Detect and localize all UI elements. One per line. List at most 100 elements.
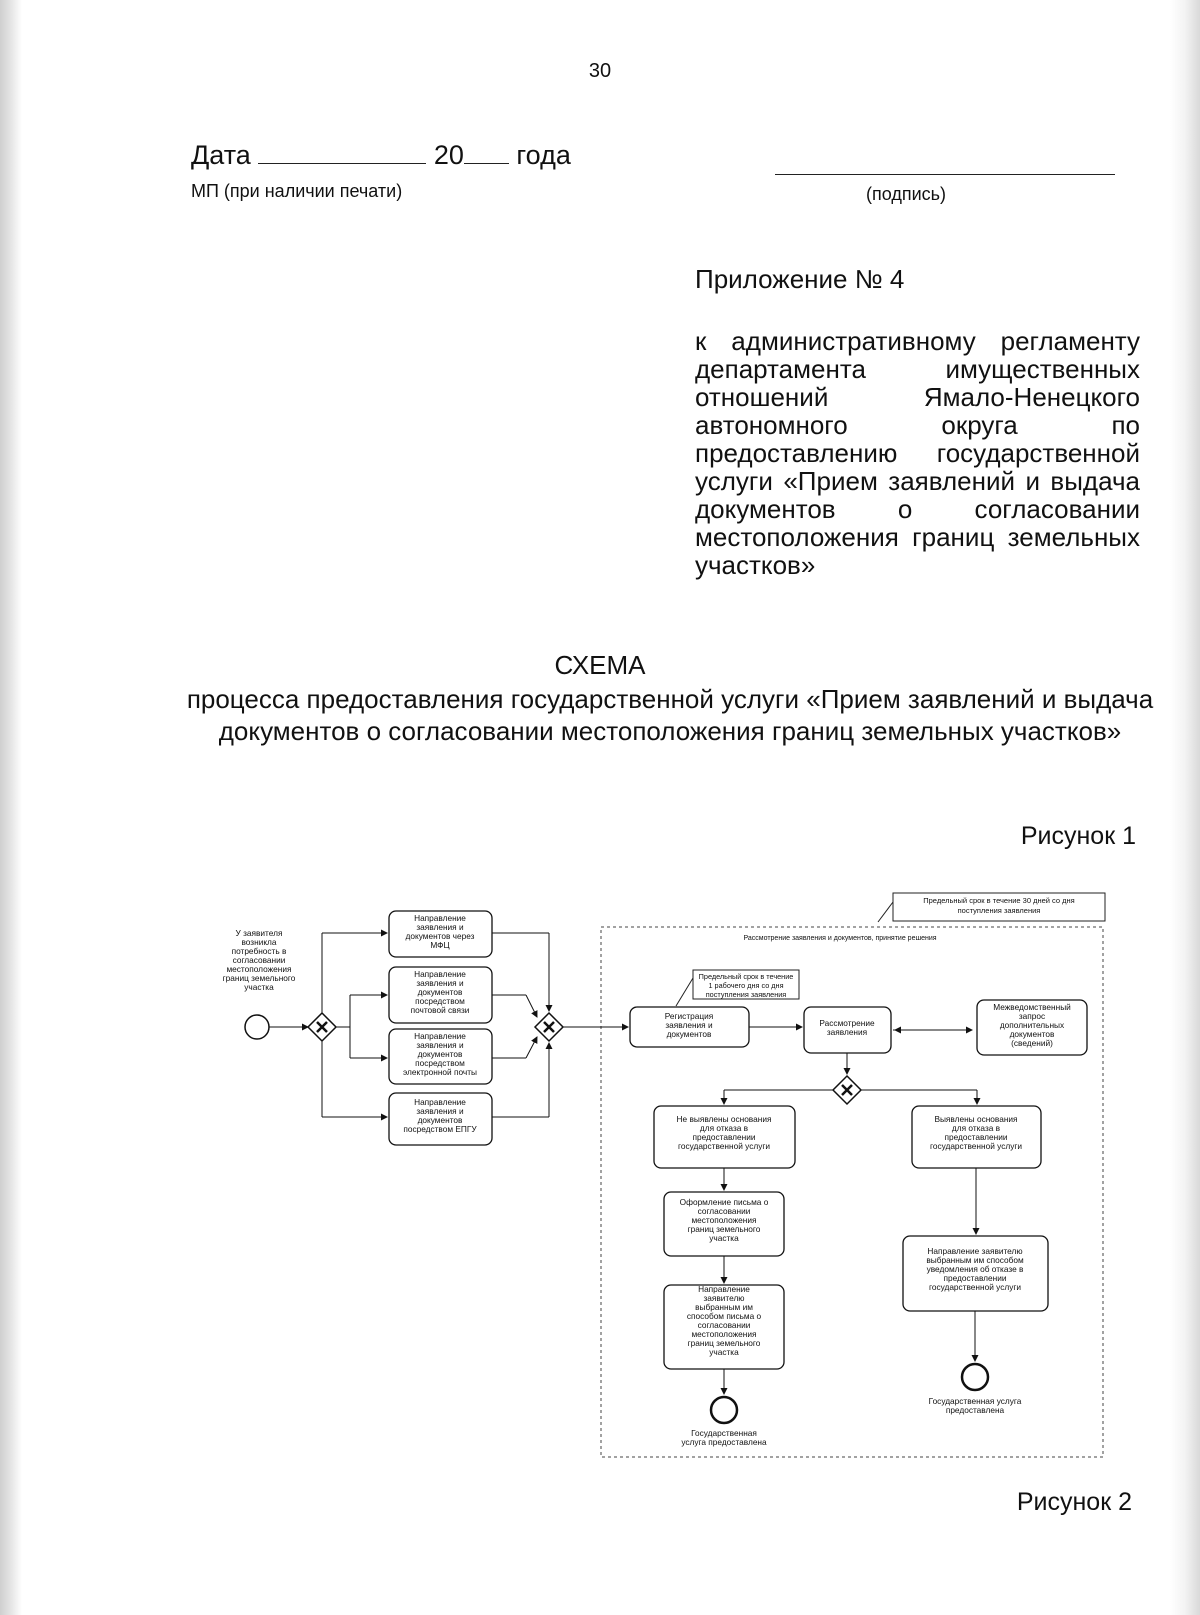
svg-text:границ земельного: границ земельного xyxy=(688,1224,761,1234)
svg-text:почтовой связи: почтовой связи xyxy=(411,1005,470,1015)
svg-text:Не выявлены основания: Не выявлены основания xyxy=(677,1114,772,1124)
stamp-note: МП (при наличии печати) xyxy=(191,181,403,201)
svg-text:способом письма о: способом письма о xyxy=(687,1311,762,1321)
annex-text: к административному регламенту департаме… xyxy=(695,326,1140,580)
task-interagency-request xyxy=(976,999,1088,1056)
svg-text:предоставлении: предоставлении xyxy=(945,1132,1008,1142)
deadline-1-note xyxy=(692,969,800,1000)
svg-text:возникла: возникла xyxy=(241,937,276,947)
svg-text:для отказа в: для отказа в xyxy=(700,1123,749,1133)
svg-text:Направление: Направление xyxy=(414,913,466,923)
svg-text:дополнительных: дополнительных xyxy=(1000,1020,1065,1030)
deadline-30-connector xyxy=(877,901,894,923)
task-no-grounds-text: Не выявлены основания для отказа в предо… xyxy=(677,1114,772,1151)
exclusive-gateway-decision-icon xyxy=(831,1074,863,1106)
svg-text:поступления заявления: поступления заявления xyxy=(706,990,787,999)
svg-text:посредством ЕПГУ: посредством ЕПГУ xyxy=(403,1124,477,1134)
svg-text:Государственная услуга: Государственная услуга xyxy=(929,1396,1022,1406)
exclusive-gateway-split-icon xyxy=(306,1011,338,1043)
task-send-letter-text: Направление заявителю выбранным им спосо… xyxy=(687,1284,762,1357)
svg-text:заявления и: заявления и xyxy=(416,978,464,988)
svg-text:У заявителя: У заявителя xyxy=(236,928,283,938)
svg-text:Направление: Направление xyxy=(698,1284,750,1294)
schema-subtitle: процесса предоставления государственной … xyxy=(186,684,1154,746)
exclusive-gateway-merge-icon xyxy=(533,1011,565,1043)
svg-text:участка: участка xyxy=(709,1347,739,1357)
svg-text:Межведомственный: Межведомственный xyxy=(993,1002,1071,1012)
svg-text:участка: участка xyxy=(709,1233,739,1243)
svg-text:документов: документов xyxy=(418,1049,463,1059)
svg-text:государственной услуги: государственной услуги xyxy=(678,1141,770,1151)
svg-text:Предельный срок в течение 30 д: Предельный срок в течение 30 дней со дня xyxy=(923,896,1074,905)
task-registration-text: Регистрация заявления и документов xyxy=(665,1011,714,1039)
channel-epgu-text: Направление заявления и документов посре… xyxy=(403,1097,477,1134)
svg-text:документов: документов xyxy=(1010,1029,1055,1039)
deadline-1-text: Предельный срок в течение 1 рабочего дня… xyxy=(699,972,794,999)
pool-title: Рассмотрение заявления и документов, при… xyxy=(743,935,936,942)
svg-text:предоставлении: предоставлении xyxy=(693,1132,756,1142)
date-prefix: Дата xyxy=(191,140,251,170)
svg-text:заявления и: заявления и xyxy=(416,1040,464,1050)
end-event-right-text: Государственная услуга предоставлена xyxy=(929,1396,1022,1415)
svg-text:заявления и: заявления и xyxy=(416,1106,464,1116)
figure-2-label: Рисунок 2 xyxy=(1016,1488,1132,1516)
svg-text:местоположения: местоположения xyxy=(226,964,291,974)
end-event-right-icon xyxy=(960,1362,990,1392)
svg-text:согласовании: согласовании xyxy=(698,1320,751,1330)
page-number: 30 xyxy=(588,60,612,82)
svg-text:местоположения: местоположения xyxy=(691,1215,756,1225)
svg-text:потребность в: потребность в xyxy=(232,946,287,956)
svg-text:документов: документов xyxy=(418,987,463,997)
svg-text:услуга предоставлена: услуга предоставлена xyxy=(681,1437,767,1447)
svg-text:заявления и: заявления и xyxy=(665,1020,713,1030)
svg-text:уведомления об отказе в: уведомления об отказе в xyxy=(927,1264,1024,1274)
svg-text:Направление: Направление xyxy=(414,1031,466,1041)
svg-text:Направление заявителю: Направление заявителю xyxy=(927,1246,1022,1256)
date-suffix: года xyxy=(516,140,571,170)
channel-post-text: Направление заявления и документов посре… xyxy=(411,969,470,1015)
annex-title: Приложение № 4 xyxy=(695,264,905,294)
channel-email-text: Направление заявления и документов посре… xyxy=(403,1031,477,1077)
svg-text:согласовании: согласовании xyxy=(698,1206,751,1216)
task-send-refusal-text: Направление заявителю выбранным им спосо… xyxy=(926,1246,1024,1292)
figure-1-label: Рисунок 1 xyxy=(1020,822,1136,850)
end-event-left-icon xyxy=(709,1395,739,1425)
svg-text:Государственная: Государственная xyxy=(691,1428,757,1438)
svg-text:выбранным им способом: выбранным им способом xyxy=(926,1255,1024,1265)
svg-text:(сведений): (сведений) xyxy=(1011,1038,1053,1048)
start-event-icon xyxy=(244,1014,270,1040)
svg-text:Оформление письма о: Оформление письма о xyxy=(680,1197,769,1207)
year-blank xyxy=(463,141,509,164)
svg-text:Предельный срок в течение: Предельный срок в течение xyxy=(699,972,794,981)
deadline-30-note xyxy=(892,892,1106,922)
channel-mfc-text: Направление заявления и документов через… xyxy=(406,913,475,950)
svg-text:участка: участка xyxy=(244,982,274,992)
scan-right-edge xyxy=(1170,0,1200,1615)
task-prepare-letter-text: Оформление письма о согласовании местопо… xyxy=(680,1197,769,1243)
svg-text:Регистрация: Регистрация xyxy=(665,1011,714,1021)
deadline-30-text: Предельный срок в течение 30 дней со дня… xyxy=(923,896,1074,915)
svg-text:посредством: посредством xyxy=(415,1058,465,1068)
svg-text:электронной почты: электронной почты xyxy=(403,1067,477,1077)
task-grounds-text: Выявлены основания для отказа в предоста… xyxy=(930,1114,1022,1151)
task-interagency-text: Межведомственный запрос дополнительных д… xyxy=(993,1002,1071,1048)
svg-text:документов: документов xyxy=(418,1115,463,1125)
svg-text:Выявлены основания: Выявлены основания xyxy=(934,1114,1017,1124)
date-year: 20 xyxy=(433,140,464,170)
svg-text:запрос: запрос xyxy=(1019,1011,1045,1021)
schema-title: СХЕМА xyxy=(554,650,646,680)
svg-text:предоставлена: предоставлена xyxy=(946,1405,1005,1415)
svg-text:1 рабочего дня со дня: 1 рабочего дня со дня xyxy=(708,981,783,990)
svg-text:посредством: посредством xyxy=(415,996,465,1006)
start-event-text: У заявителя возникла потребность в согла… xyxy=(223,928,296,992)
svg-text:МФЦ: МФЦ xyxy=(430,940,449,950)
svg-text:Направление: Направление xyxy=(414,1097,466,1107)
signature-line xyxy=(775,174,1115,175)
end-event-left-text: Государственная услуга предоставлена xyxy=(681,1428,767,1447)
svg-text:документов через: документов через xyxy=(406,931,475,941)
svg-text:государственной услуги: государственной услуги xyxy=(929,1282,1021,1292)
svg-text:документов: документов xyxy=(667,1029,712,1039)
svg-text:поступления заявления: поступления заявления xyxy=(958,906,1041,915)
scan-left-edge xyxy=(0,0,22,1615)
